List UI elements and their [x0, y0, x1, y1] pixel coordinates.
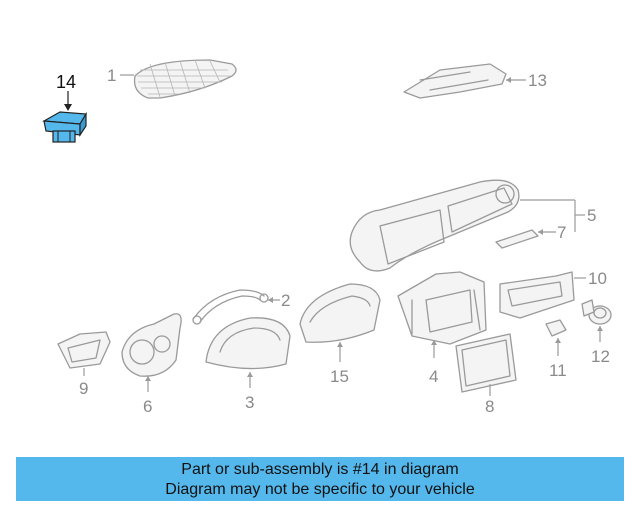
callout-2[interactable]: 2 [281, 291, 290, 310]
callout-14[interactable]: 14 [56, 72, 76, 92]
callout-11[interactable]: 11 [549, 361, 567, 380]
part-12-knob[interactable] [581, 299, 612, 342]
callout-7[interactable]: 7 [557, 223, 566, 242]
part-14-switch[interactable] [42, 91, 88, 143]
part-5-instrument-panel-trim[interactable] [349, 179, 585, 272]
banner-line-2: Diagram may not be specific to your vehi… [165, 481, 475, 498]
callout-8[interactable]: 8 [485, 397, 494, 416]
part-13-trim-panel[interactable] [403, 63, 526, 99]
callout-6[interactable]: 6 [143, 397, 152, 416]
part-1-speaker-grille[interactable] [120, 59, 237, 99]
part-11-switch[interactable] [545, 319, 567, 356]
callout-4[interactable]: 4 [429, 367, 438, 386]
callout-1[interactable]: 1 [107, 66, 116, 85]
callout-9[interactable]: 9 [79, 379, 88, 398]
callout-5[interactable]: 5 [587, 206, 596, 225]
part-8-display[interactable] [455, 333, 517, 396]
info-banner: Part or sub-assembly is #14 in diagram D… [16, 457, 624, 501]
parts-diagram: 14 1 13 5 [42, 59, 612, 416]
part-10-bracket[interactable] [499, 271, 586, 319]
callout-13[interactable]: 13 [528, 71, 547, 90]
part-4-center-bezel[interactable] [397, 271, 487, 358]
part-7-clip[interactable] [495, 229, 556, 249]
part-3-cluster-hood[interactable] [205, 317, 291, 388]
banner-line-1: Part or sub-assembly is #14 in diagram [181, 461, 459, 478]
callout-10[interactable]: 10 [588, 269, 607, 288]
part-6-cluster-bezel[interactable] [121, 313, 182, 392]
callout-12[interactable]: 12 [591, 347, 610, 366]
callout-15[interactable]: 15 [330, 367, 349, 386]
callout-3[interactable]: 3 [245, 393, 254, 412]
part-2-grab-handle[interactable] [192, 289, 280, 325]
part-9-storage-tray[interactable] [57, 331, 111, 376]
part-15-airbag[interactable] [299, 283, 381, 362]
